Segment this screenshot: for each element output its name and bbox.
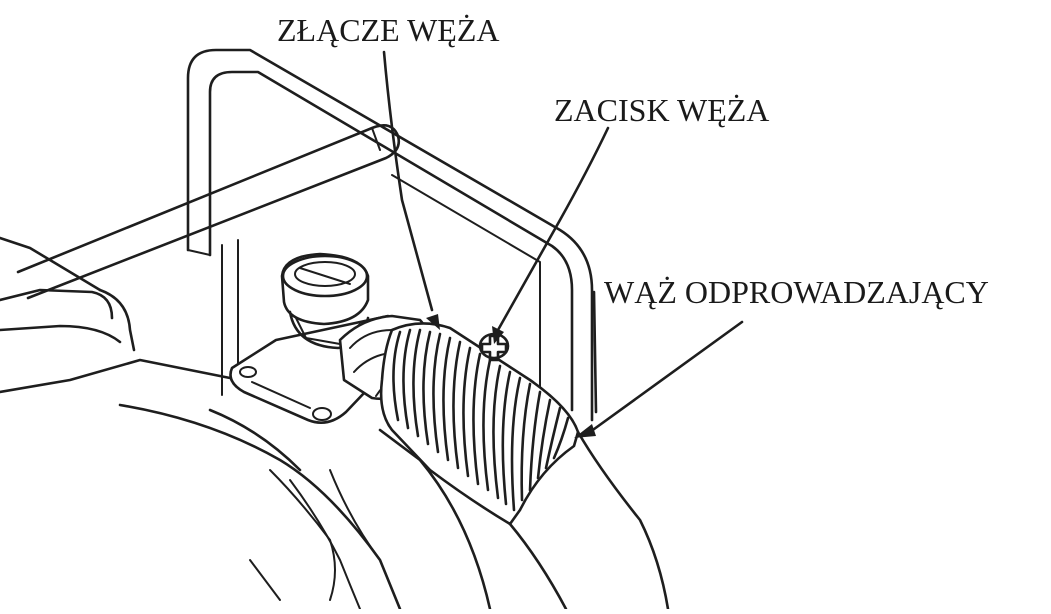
leader-hose-connector — [382, 50, 440, 330]
frame-tube — [186, 48, 594, 422]
label-hose-connector: ZŁĄCZE WĘŻA — [277, 12, 500, 48]
drain-cap — [280, 252, 370, 350]
leader-drain-hose — [574, 290, 744, 438]
machine-body — [118, 403, 492, 611]
crossbar — [16, 124, 401, 300]
left-rails — [0, 236, 232, 394]
label-hose-clamp: ZACISK WĘŻA — [554, 92, 770, 128]
corrugated-hose — [379, 322, 670, 611]
label-drain-hose: WĄŻ ODPROWADZAJĄCY — [604, 274, 989, 310]
back-panel — [221, 174, 541, 401]
leader-hose-clamp — [492, 126, 610, 344]
